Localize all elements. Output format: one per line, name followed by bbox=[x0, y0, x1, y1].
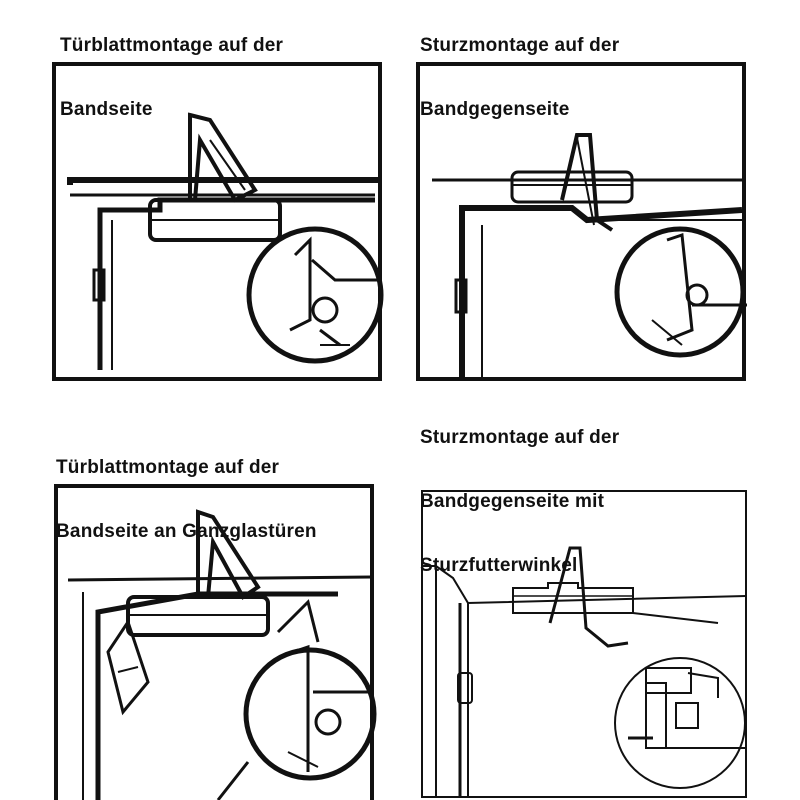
caption-line: Sturzmontage auf der bbox=[420, 427, 620, 448]
caption-line: Bandseite bbox=[60, 99, 153, 120]
caption-top-left: Türblattmontage auf der Bandseite bbox=[60, 0, 283, 158]
caption-line: Bandgegenseite mit bbox=[420, 491, 605, 512]
caption-bottom-right: Sturzmontage auf der Bandgegenseite mit … bbox=[420, 390, 619, 614]
caption-line: Türblattmontage auf der bbox=[60, 35, 284, 56]
caption-line: Sturzmontage auf der bbox=[420, 35, 620, 56]
caption-line: Bandseite an Ganzglastüren bbox=[56, 521, 317, 542]
diagram-door-leaf-glass-door bbox=[48, 482, 378, 800]
caption-line: Sturzfutterwinkel bbox=[420, 555, 578, 576]
diagram-lintel-with-angle-bracket bbox=[418, 488, 750, 800]
diagram-lintel-opposite-hinge bbox=[412, 60, 752, 385]
caption-top-right: Sturzmontage auf der Bandgegenseite bbox=[420, 0, 619, 158]
caption-bottom-left: Türblattmontage auf der Bandseite an Gan… bbox=[56, 420, 317, 580]
diagram-door-leaf-hinge-side bbox=[50, 60, 390, 385]
caption-line: Türblattmontage auf der bbox=[56, 457, 280, 478]
caption-line: Bandgegenseite bbox=[420, 99, 570, 120]
